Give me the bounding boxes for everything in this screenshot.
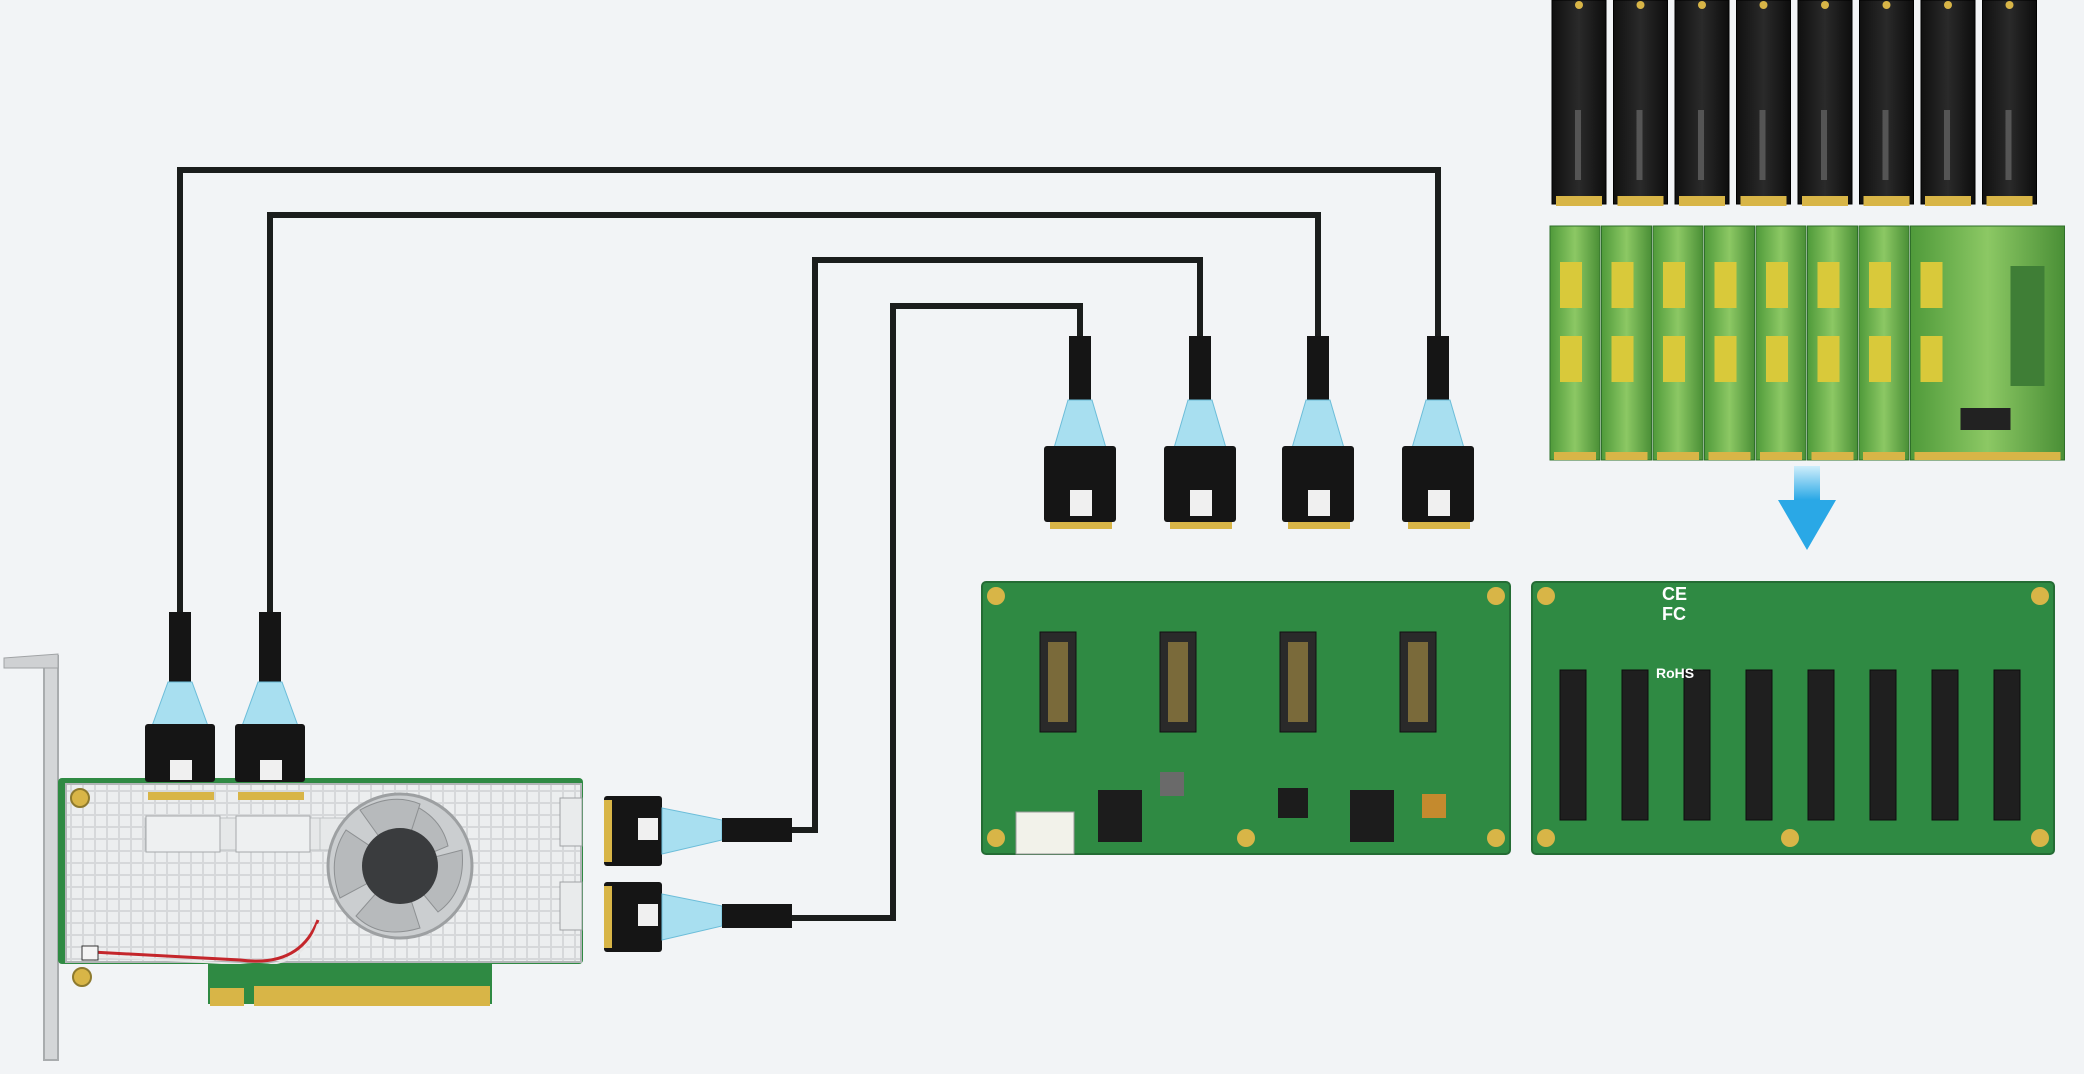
- m2-carrier-1: [1549, 225, 1601, 461]
- marking-rohs: RoHS: [1656, 665, 1694, 681]
- ssd-2: [1613, 0, 1668, 206]
- m2-carrier-4: [1704, 225, 1755, 461]
- host-connector-2: [235, 612, 305, 800]
- ssd-8: [1982, 0, 2037, 206]
- m2-carrier-array: [1549, 225, 2065, 461]
- host-side-connector-4: [604, 882, 792, 952]
- backplane-left: [981, 581, 1511, 855]
- m2-carrier-6: [1807, 225, 1858, 461]
- m2-carrier-3: [1652, 225, 1704, 461]
- cable-end-connector-1: [1044, 336, 1116, 529]
- card-heatsink: [65, 783, 582, 963]
- host-side-connector-3: [604, 796, 792, 866]
- m2-carrier-5: [1755, 225, 1807, 461]
- cable-end-connector-3: [1282, 336, 1354, 529]
- down-arrow: [1778, 466, 1836, 550]
- power-connector: [1015, 811, 1075, 855]
- m2-carrier-2: [1601, 225, 1652, 461]
- cable-route-2: [267, 212, 1321, 615]
- backplane-cable-connectors: [1044, 336, 1474, 529]
- m2-carrier-8: [1910, 225, 2065, 461]
- right-backplane-slots: [1559, 669, 2021, 821]
- marking-fc: FC: [1662, 604, 1686, 624]
- m2-carrier-7: [1858, 225, 1910, 461]
- ssd-4: [1736, 0, 1791, 206]
- marking-ce: CE: [1662, 584, 1687, 604]
- card-bracket: [43, 655, 59, 1061]
- cable-route-3: [790, 257, 1203, 833]
- ssd-array: [1551, 0, 2037, 206]
- cable-route-4: [790, 303, 1083, 921]
- ssd-5: [1797, 0, 1853, 206]
- cable-end-connector-2: [1164, 336, 1236, 529]
- cable-route-1: [177, 167, 1441, 615]
- board-markings: CE FC RoHS: [1656, 584, 1694, 681]
- ssd-7: [1920, 0, 1976, 206]
- host-top-connectors: [145, 612, 305, 800]
- ssd-3: [1674, 0, 1730, 206]
- ssd-1: [1551, 0, 1607, 206]
- backplane-right: CE FC RoHS: [1531, 581, 2055, 855]
- cable-routes: [177, 167, 1441, 921]
- left-backplane-slots: [1039, 631, 1437, 733]
- cable-end-connector-4: [1402, 336, 1474, 529]
- ssd-6: [1859, 0, 1914, 206]
- host-side-connectors: [604, 796, 792, 952]
- pcie-host-card: [3, 653, 583, 1061]
- host-connector-1: [145, 612, 215, 800]
